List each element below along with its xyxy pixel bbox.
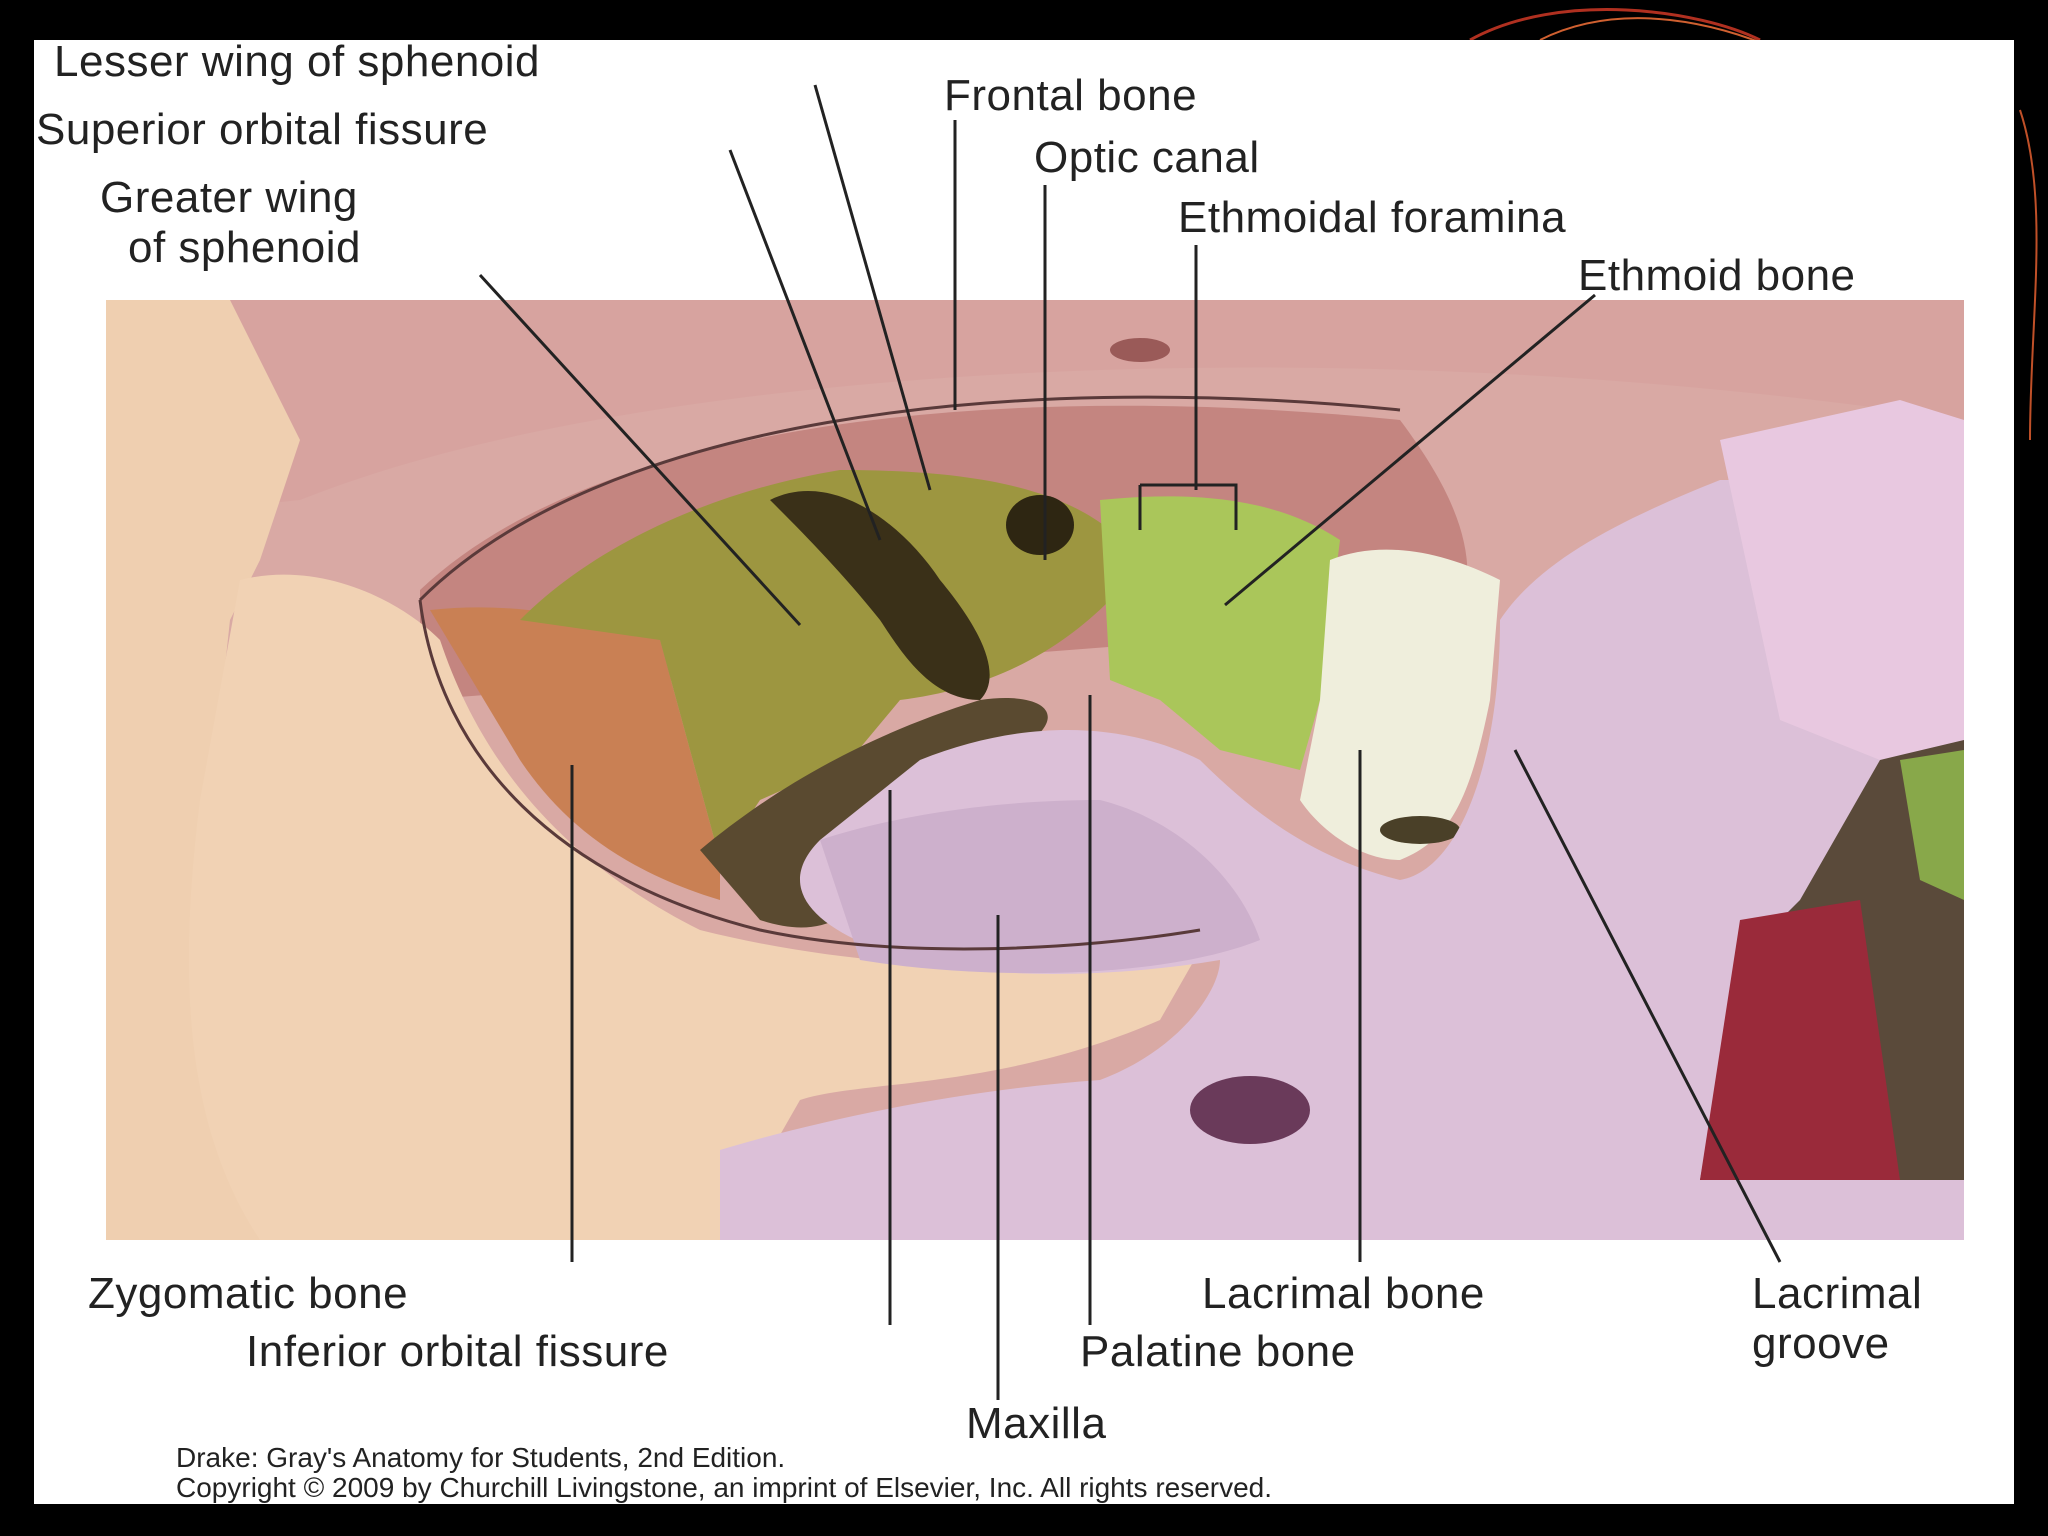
palatine-orange-region <box>430 607 720 900</box>
label-lacrimal-groove-line2: groove <box>1752 1319 1890 1368</box>
label-lacrimal-groove-line1: Lacrimal <box>1752 1269 1923 1318</box>
label-greater-wing-line1: Greater wing <box>100 173 358 222</box>
label-lesser-wing-of-sphenoid: Lesser wing of sphenoid <box>54 37 541 86</box>
label-ethmoidal-foramina: Ethmoidal foramina <box>1178 193 1567 242</box>
label-zygomatic-bone: Zygomatic bone <box>88 1269 409 1318</box>
label-superior-orbital-fissure: Superior orbital fissure <box>36 105 489 154</box>
leader-lines <box>478 84 1782 1400</box>
label-greater-wing-line2: of sphenoid <box>128 223 362 272</box>
zygomatic-bone-region <box>106 300 720 1240</box>
label-palatine-bone: Palatine bone <box>1080 1327 1356 1376</box>
label-inferior-orbital-fissure: Inferior orbital fissure <box>246 1327 669 1376</box>
label-lacrimal-bone: Lacrimal bone <box>1202 1269 1485 1318</box>
label-ethmoid-bone: Ethmoid bone <box>1578 251 1856 300</box>
label-optic-canal: Optic canal <box>1034 133 1260 182</box>
credit-copyright-line: Copyright © 2009 by Churchill Livingston… <box>176 1472 1273 1503</box>
ethmoid-bone-region <box>1100 496 1340 770</box>
credit-source-line: Drake: Gray's Anatomy for Students, 2nd … <box>176 1442 786 1473</box>
label-frontal-bone: Frontal bone <box>944 71 1198 120</box>
maxilla-region <box>720 480 1964 1240</box>
greater-wing-region <box>520 470 1110 860</box>
label-maxilla: Maxilla <box>966 1399 1107 1448</box>
lacrimal-bone-region <box>1300 549 1500 860</box>
